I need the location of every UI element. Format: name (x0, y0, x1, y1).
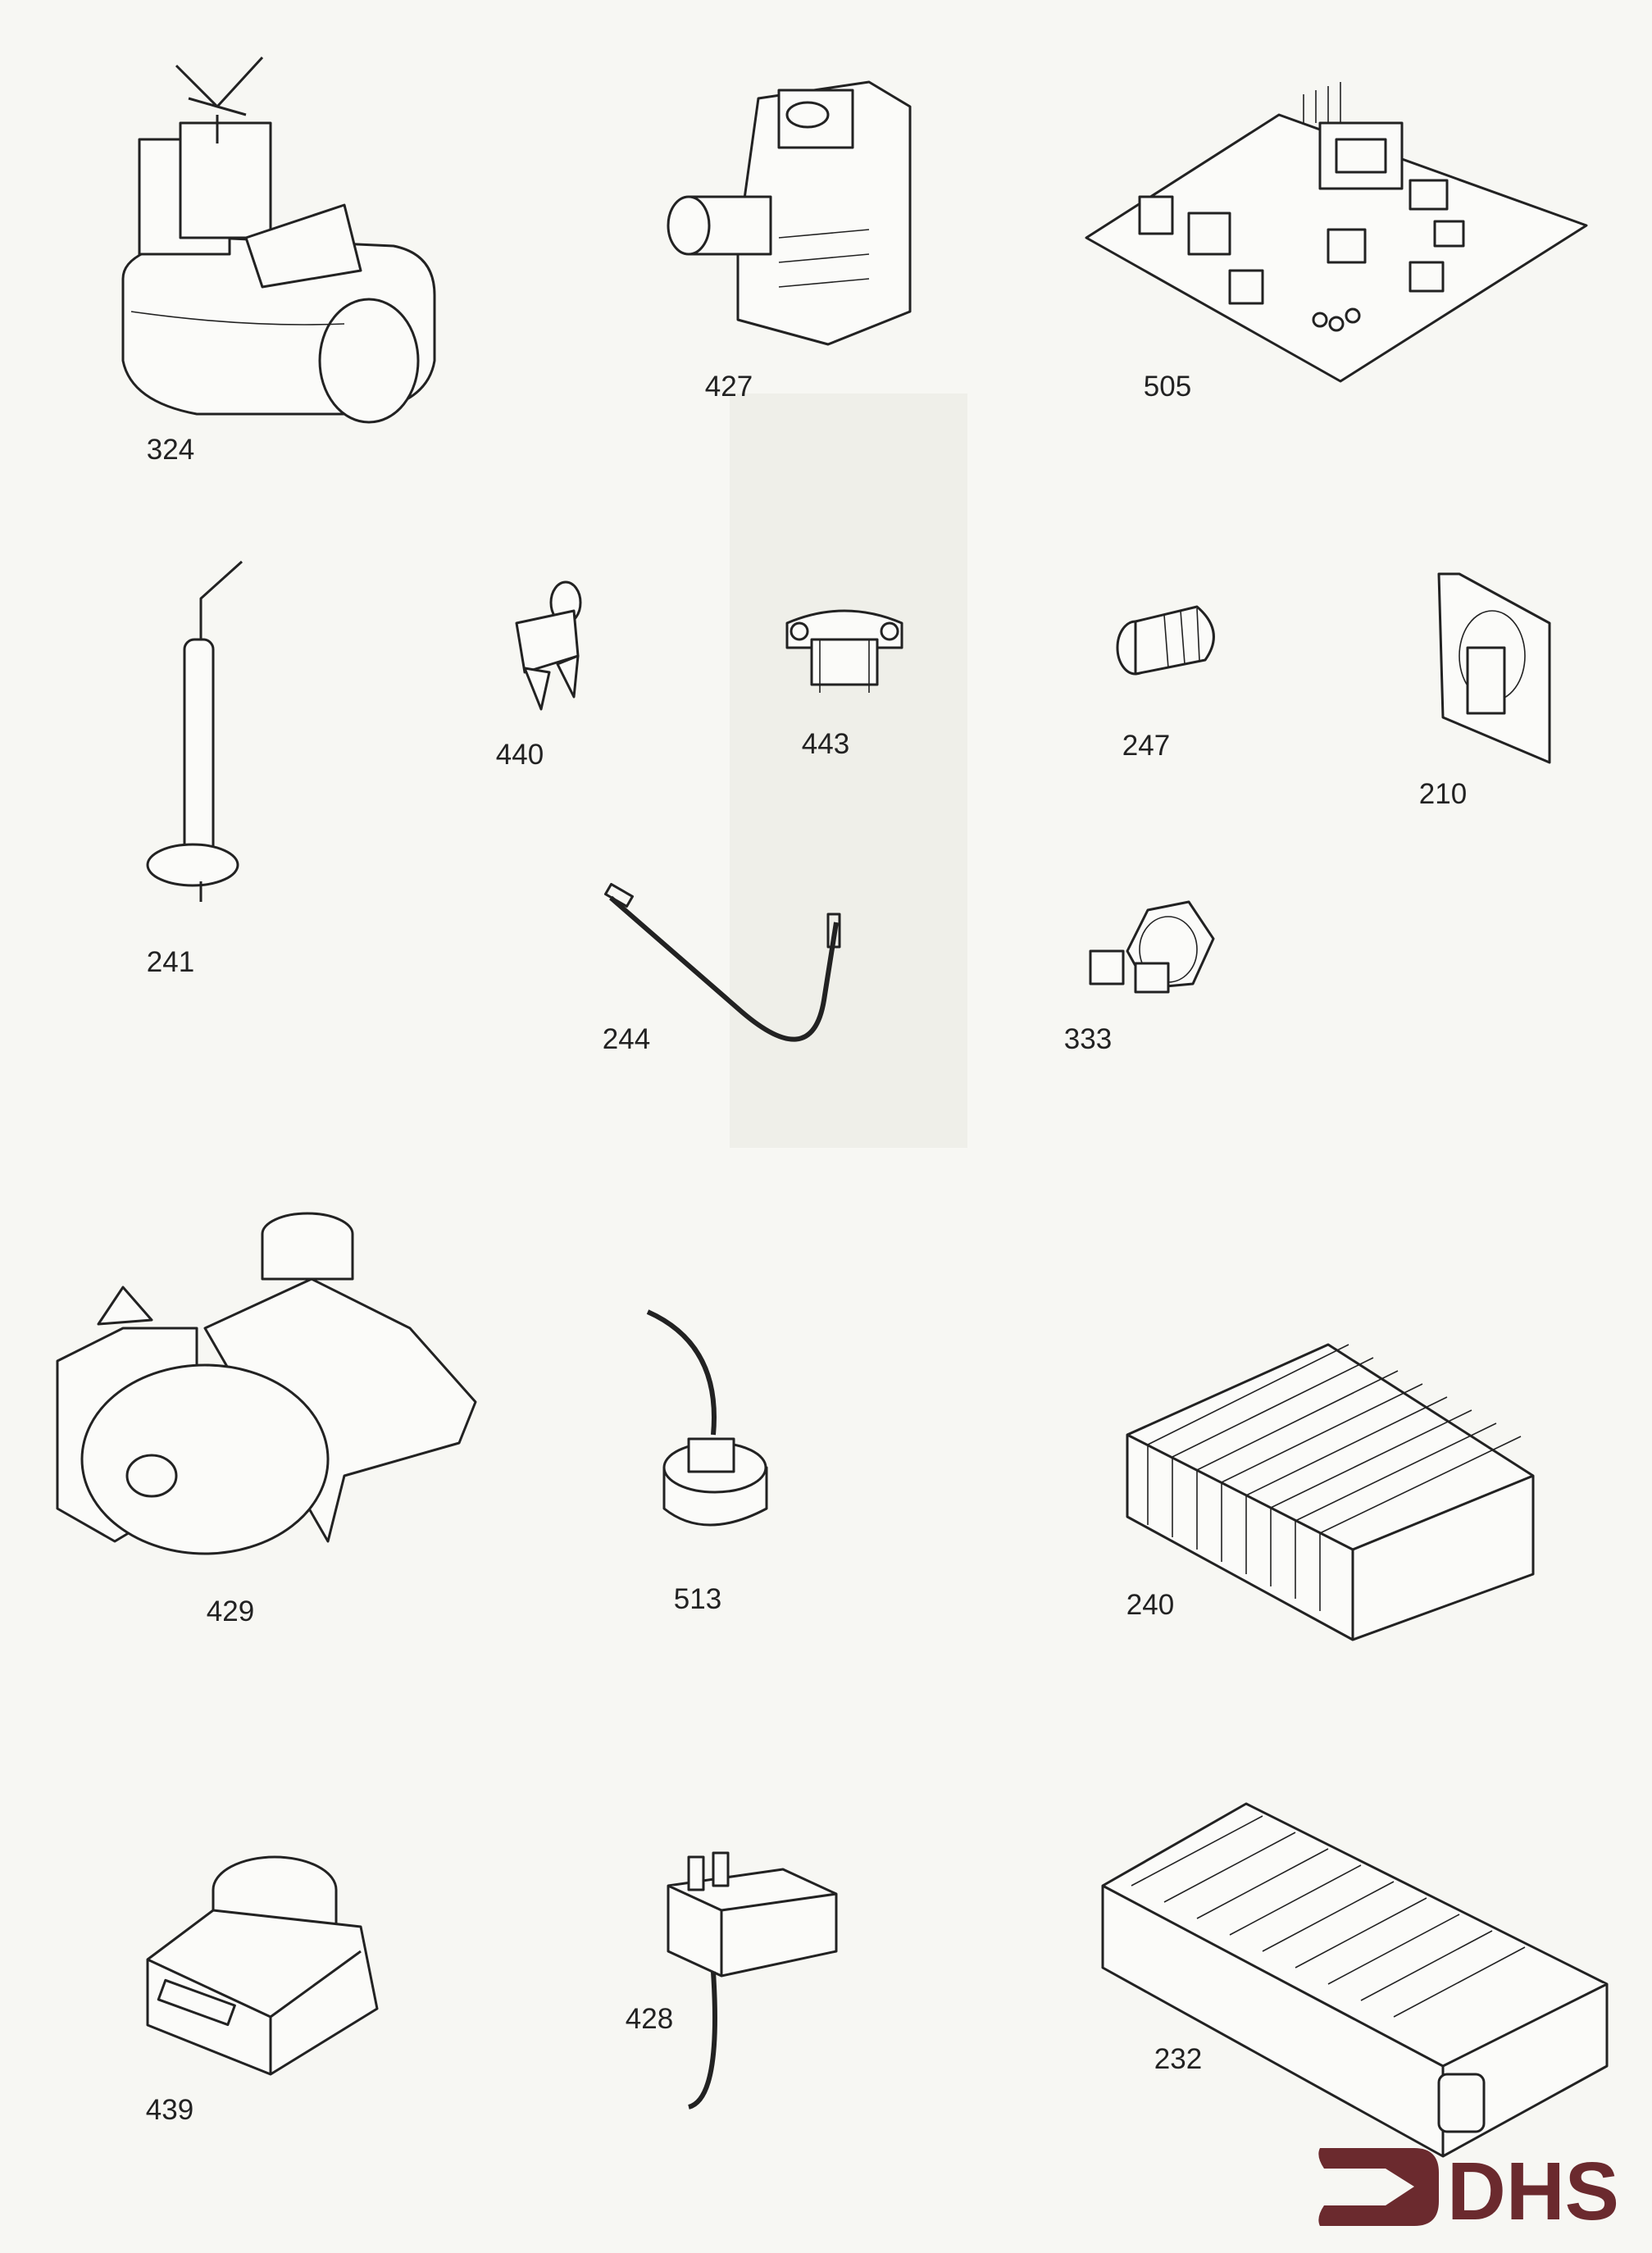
part-label-244: 244 (602, 1023, 651, 1055)
dhs-logo: DHS (1318, 2146, 1619, 2230)
part-210-pressure-switch-drawing (1437, 572, 1551, 764)
scan-shading (730, 394, 967, 1148)
part-label-324: 324 (146, 434, 195, 466)
part-label-513: 513 (673, 1583, 722, 1615)
logo-arrow-icon (1318, 2148, 1439, 2226)
part-label-247: 247 (1122, 730, 1171, 762)
part-label-427: 427 (704, 371, 753, 403)
logo-text: DHS (1447, 2146, 1619, 2230)
part-505-pcb-drawing (1085, 82, 1588, 383)
part-label-440: 440 (495, 739, 544, 771)
part-429-pump-drawing (56, 1212, 477, 1555)
part-label-240: 240 (1126, 1589, 1175, 1621)
part-247-injector-drawing (1116, 605, 1215, 676)
part-label-428: 428 (625, 2003, 674, 2035)
part-label-429: 429 (206, 1595, 255, 1627)
part-333-overheat-thermostat-drawing (1089, 900, 1215, 994)
part-240-heat-exchanger-drawing (1126, 1343, 1535, 1641)
part-label-505: 505 (1143, 371, 1192, 403)
part-label-210: 210 (1418, 778, 1468, 810)
part-427-gas-valve-drawing (667, 80, 912, 346)
part-439-pump-motor-drawing (146, 1855, 379, 2076)
part-label-232: 232 (1154, 2043, 1203, 2075)
part-label-241: 241 (146, 946, 195, 978)
part-label-439: 439 (145, 2094, 194, 2126)
part-440-sensor-drawing (515, 580, 582, 711)
part-513-probe-drawing (646, 1309, 768, 1527)
part-443-thermostat-drawing (785, 609, 903, 693)
part-428-flow-switch-drawing (667, 1851, 838, 2110)
part-241-electrode-drawing (146, 560, 243, 902)
part-232-dhw-heat-exchanger-drawing (1101, 1802, 1609, 2158)
part-label-333: 333 (1063, 1023, 1113, 1055)
part-324-fan-drawing (121, 56, 436, 424)
part-label-443: 443 (801, 728, 850, 760)
part-244-lead-drawing (604, 882, 841, 1042)
